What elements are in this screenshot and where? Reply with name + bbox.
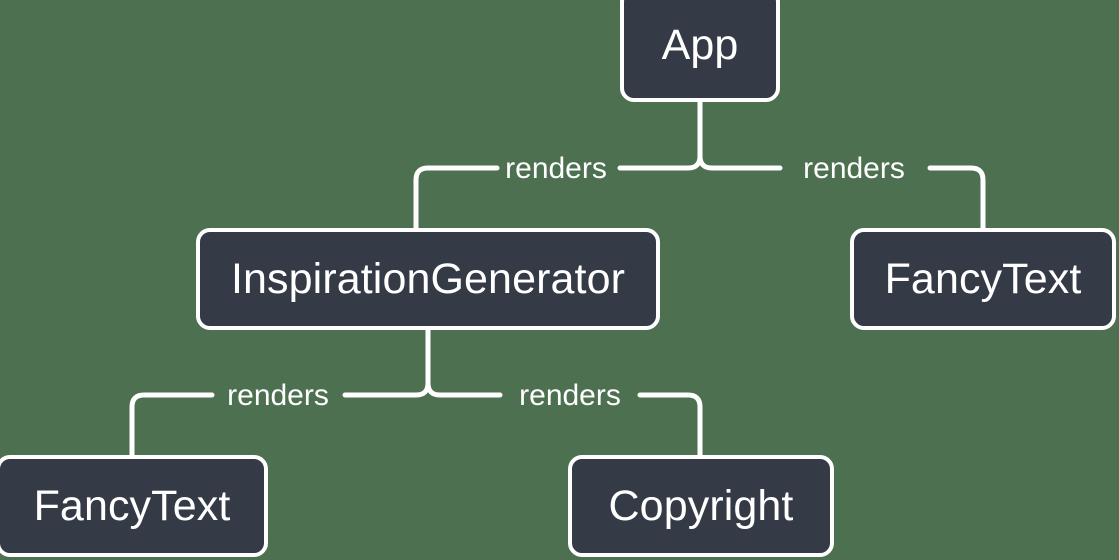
edge-label-app-to-inspirationgenerator: renders — [505, 152, 607, 185]
edge-label-inspirationgenerator-to-fancytext-bottom: renders — [227, 379, 329, 412]
node-fancytext-right[interactable]: FancyText — [850, 228, 1116, 330]
edge-app-to-fancytext-right — [697, 153, 986, 233]
node-app[interactable]: App — [620, 0, 780, 102]
node-fancytext-bottom[interactable]: FancyText — [0, 455, 268, 557]
node-inspirationgenerator-label: InspirationGenerator — [231, 254, 625, 303]
edge-inspirationgenerator-to-copyright — [425, 380, 703, 460]
node-copyright[interactable]: Copyright — [568, 455, 834, 557]
edge-label-app-to-fancytext-right: renders — [803, 152, 905, 185]
node-fancytext-right-label: FancyText — [884, 254, 1082, 303]
edge-label-inspirationgenerator-to-copyright: renders — [519, 379, 621, 412]
node-fancytext-bottom-label: FancyText — [33, 481, 231, 530]
node-inspirationgenerator[interactable]: InspirationGenerator — [196, 228, 660, 330]
node-copyright-label: Copyright — [608, 481, 794, 530]
node-app-label: App — [661, 20, 739, 69]
